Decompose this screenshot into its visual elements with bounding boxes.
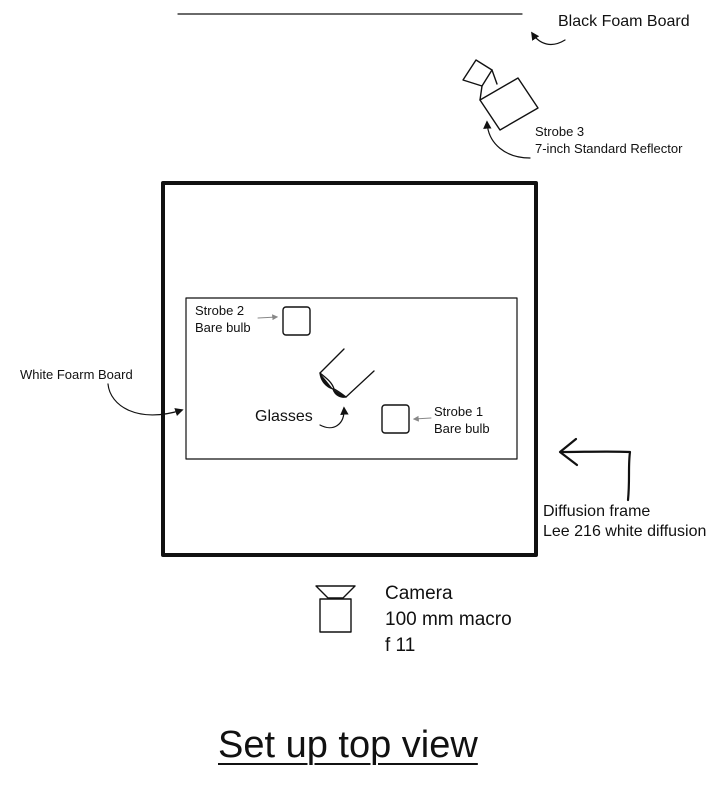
strobe3-label-type: 7-inch Standard Reflector bbox=[535, 141, 683, 156]
diffusion-arrowhead bbox=[558, 437, 579, 467]
diffusion-label-name: Diffusion frame bbox=[543, 503, 651, 520]
white-foam-board-rect bbox=[185, 297, 518, 460]
diffusion-label-type: Lee 216 white diffusion bbox=[543, 523, 707, 540]
glasses-label: Glasses bbox=[255, 408, 313, 425]
white-foam-board-pointer bbox=[107, 383, 184, 417]
strobe2-label-name: Strobe 2 bbox=[195, 303, 245, 318]
strobe2-pointer bbox=[257, 314, 279, 321]
strobe1-label-name: Strobe 1 bbox=[434, 404, 484, 419]
diffusion-frame bbox=[161, 181, 538, 557]
diffusion-pointer bbox=[559, 450, 632, 502]
strobe3-pointer bbox=[483, 120, 531, 159]
camera-icon bbox=[315, 585, 356, 633]
strobe2-label-type: Bare bulb bbox=[195, 320, 251, 335]
black-foam-board-label: Black Foam Board bbox=[558, 13, 690, 30]
camera-label-name: Camera bbox=[385, 583, 453, 604]
glasses-pointer bbox=[319, 406, 349, 429]
camera-label-lens: 100 mm macro bbox=[385, 609, 512, 630]
strobe2-icon bbox=[282, 306, 311, 336]
strobe1-label-type: Bare bulb bbox=[434, 421, 490, 436]
strobe1-icon bbox=[381, 404, 410, 434]
strobe3-icon bbox=[462, 59, 539, 131]
strobe3-label-name: Strobe 3 bbox=[535, 124, 585, 139]
black-foam-board-pointer bbox=[531, 31, 566, 46]
glasses-icon bbox=[319, 348, 375, 398]
camera-label-aperture: f 11 bbox=[385, 635, 416, 656]
page-title: Set up top view bbox=[218, 724, 478, 766]
strobe1-pointer bbox=[412, 415, 432, 422]
white-foam-board-label: White Foarm Board bbox=[20, 367, 133, 382]
